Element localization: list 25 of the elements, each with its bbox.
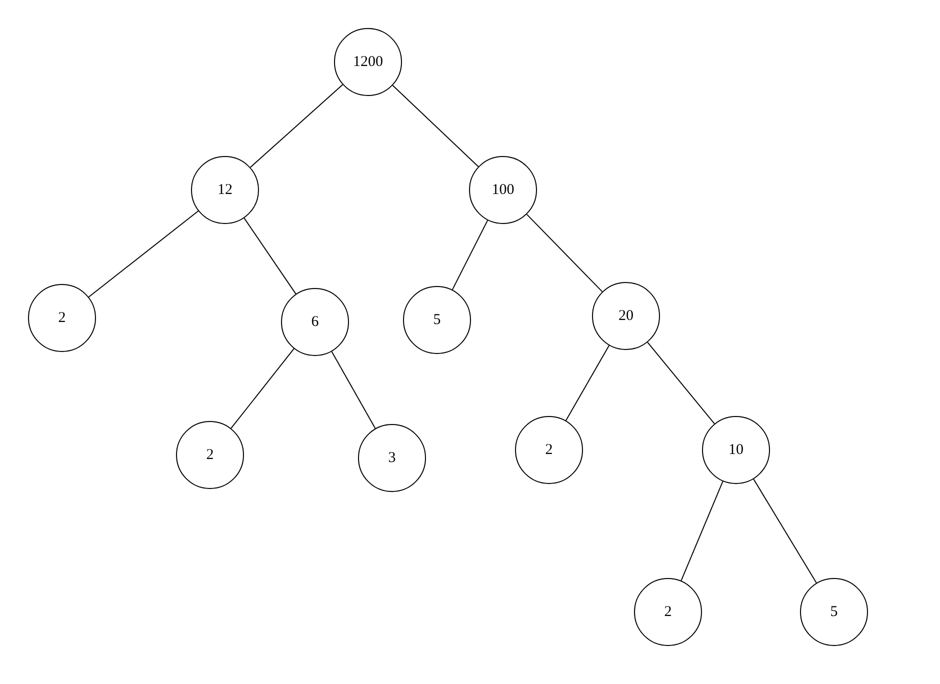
- tree-branch-line: [250, 84, 344, 168]
- node-value: 5: [433, 310, 441, 330]
- tree-branch-line: [452, 220, 488, 290]
- node-value: 100: [492, 180, 514, 200]
- node-value: 2: [58, 308, 66, 328]
- node-value: 2: [664, 602, 672, 622]
- tree-branch-line: [680, 480, 724, 582]
- node-value: 5: [830, 602, 838, 622]
- node-value: 2: [545, 440, 553, 460]
- node-value: 1200: [353, 52, 383, 72]
- node-value: 12: [218, 180, 232, 200]
- node-value: 2: [206, 446, 214, 465]
- tree-branch-line: [526, 214, 603, 292]
- tree-branch-line: [753, 478, 817, 584]
- tree-branch-line: [88, 210, 199, 298]
- tree-branch-line: [244, 218, 296, 294]
- node-value: 3: [388, 448, 396, 468]
- tree-branch-line: [230, 348, 294, 429]
- node-value: 20: [618, 306, 634, 326]
- node-value: 10: [728, 440, 744, 460]
- tree-branch-line: [392, 84, 479, 168]
- node-value: 6: [311, 312, 319, 332]
- tree-branch-line: [647, 342, 715, 424]
- tree-branch-line: [331, 351, 376, 429]
- tree-branch-line: [565, 344, 610, 422]
